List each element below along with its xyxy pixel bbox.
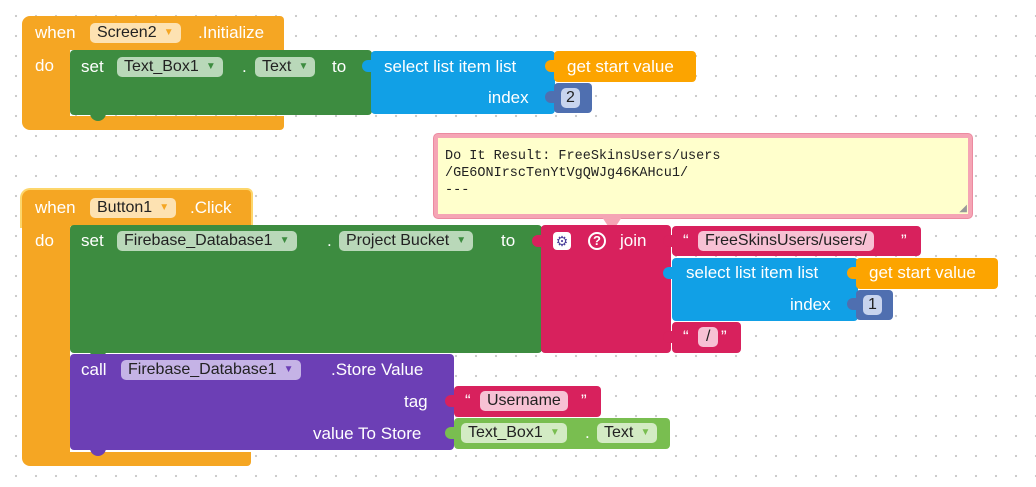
triangle-down-icon: ▼ (279, 235, 290, 246)
component-name: Text_Box1 (124, 58, 199, 75)
open-quote: “ (683, 231, 689, 250)
event-name: .Click (190, 198, 232, 217)
open-quote: “ (465, 391, 471, 410)
property-name: Project Bucket (346, 232, 450, 249)
block-tab (445, 427, 454, 439)
dot-separator: . (585, 423, 590, 442)
block-tab (847, 267, 856, 279)
value-to-store-label: value To Store (313, 424, 422, 443)
close-quote: ” (581, 391, 587, 410)
number-value[interactable]: 1 (863, 295, 882, 315)
text-box1-component-dropdown[interactable]: Text_Box1 ▼ (117, 57, 223, 77)
do-keyword: do (35, 56, 54, 75)
do-keyword: do (35, 231, 54, 250)
triangle-down-icon: ▼ (298, 61, 309, 72)
to-keyword: to (501, 231, 516, 250)
number-value[interactable]: 2 (561, 88, 580, 108)
when-keyword: when (35, 198, 76, 217)
gear-icon[interactable]: ⚙ (553, 232, 571, 250)
triangle-down-icon: ▼ (205, 61, 216, 72)
question-icon[interactable]: ? (588, 232, 606, 250)
property-name: Text (262, 58, 292, 75)
dot-separator: . (242, 57, 247, 76)
component-name: Button1 (97, 199, 153, 216)
text-property-dropdown[interactable]: Text ▼ (255, 57, 316, 77)
close-quote: ” (901, 231, 907, 250)
comment-line-2: /GE6ONIrscTenYtVgQWJg46KAHcu1/ (445, 166, 689, 181)
select-list-item-label: select list item list (686, 263, 819, 282)
block-tab (663, 331, 672, 343)
string-value[interactable]: FreeSkinsUsers/users/ (698, 231, 874, 251)
resize-grip-icon[interactable]: ◢ (959, 203, 967, 214)
index-label: index (790, 295, 831, 314)
project-bucket-property-dropdown[interactable]: Project Bucket ▼ (339, 231, 474, 251)
block-tab (445, 395, 454, 407)
component-name: Text_Box1 (468, 424, 543, 441)
get-start-value-label: get start value (869, 263, 976, 282)
comment-line-3: --- (445, 183, 470, 198)
string-value[interactable]: / (698, 327, 719, 347)
tag-label: tag (404, 392, 428, 411)
join-label: join (620, 231, 647, 250)
close-quote: ” (721, 327, 727, 346)
event-name: .Initialize (198, 23, 265, 42)
when-keyword: when (35, 23, 76, 42)
call-keyword: call (81, 360, 107, 379)
string-value[interactable]: Username (480, 391, 568, 411)
button1-component-dropdown[interactable]: Button1 ▼ (90, 198, 177, 218)
component-name: Firebase_Database1 (124, 232, 273, 249)
block-tab (663, 235, 672, 247)
triangle-down-icon: ▼ (456, 235, 467, 246)
block-tab (663, 267, 672, 279)
block-tab (532, 235, 541, 247)
set-keyword: set (81, 231, 104, 250)
dot-separator: . (327, 231, 332, 250)
triangle-down-icon: ▼ (163, 27, 174, 38)
block-tab (362, 60, 371, 72)
block-notch (90, 448, 106, 456)
set-keyword: set (81, 57, 104, 76)
text-property-dropdown[interactable]: Text ▼ (597, 423, 658, 443)
triangle-down-icon: ▼ (283, 364, 294, 375)
triangle-down-icon: ▼ (159, 202, 170, 213)
text-box1-component-dropdown[interactable]: Text_Box1 ▼ (461, 423, 567, 443)
firebase-component-dropdown[interactable]: Firebase_Database1 ▼ (117, 231, 297, 251)
do-it-result-comment[interactable]: Do It Result: FreeSkinsUsers/users /GE6O… (434, 134, 972, 218)
screen2-component-dropdown[interactable]: Screen2 ▼ (90, 23, 181, 43)
block-notch (90, 113, 106, 121)
method-name: .Store Value (331, 360, 424, 379)
triangle-down-icon: ▼ (549, 427, 560, 438)
triangle-down-icon: ▼ (640, 427, 651, 438)
select-list-item-label: select list item list (384, 57, 517, 76)
block-tab (847, 298, 856, 310)
property-name: Text (604, 424, 634, 441)
index-label: index (488, 88, 529, 107)
component-name: Screen2 (97, 24, 157, 41)
firebase-call-component-dropdown[interactable]: Firebase_Database1 ▼ (121, 360, 301, 380)
block-tab (545, 60, 554, 72)
comment-line-1: Do It Result: FreeSkinsUsers/users (445, 149, 721, 164)
get-start-value-label: get start value (567, 57, 674, 76)
component-name: Firebase_Database1 (128, 361, 277, 378)
to-keyword: to (332, 57, 347, 76)
block-tab (545, 91, 554, 103)
open-quote: “ (683, 327, 689, 346)
